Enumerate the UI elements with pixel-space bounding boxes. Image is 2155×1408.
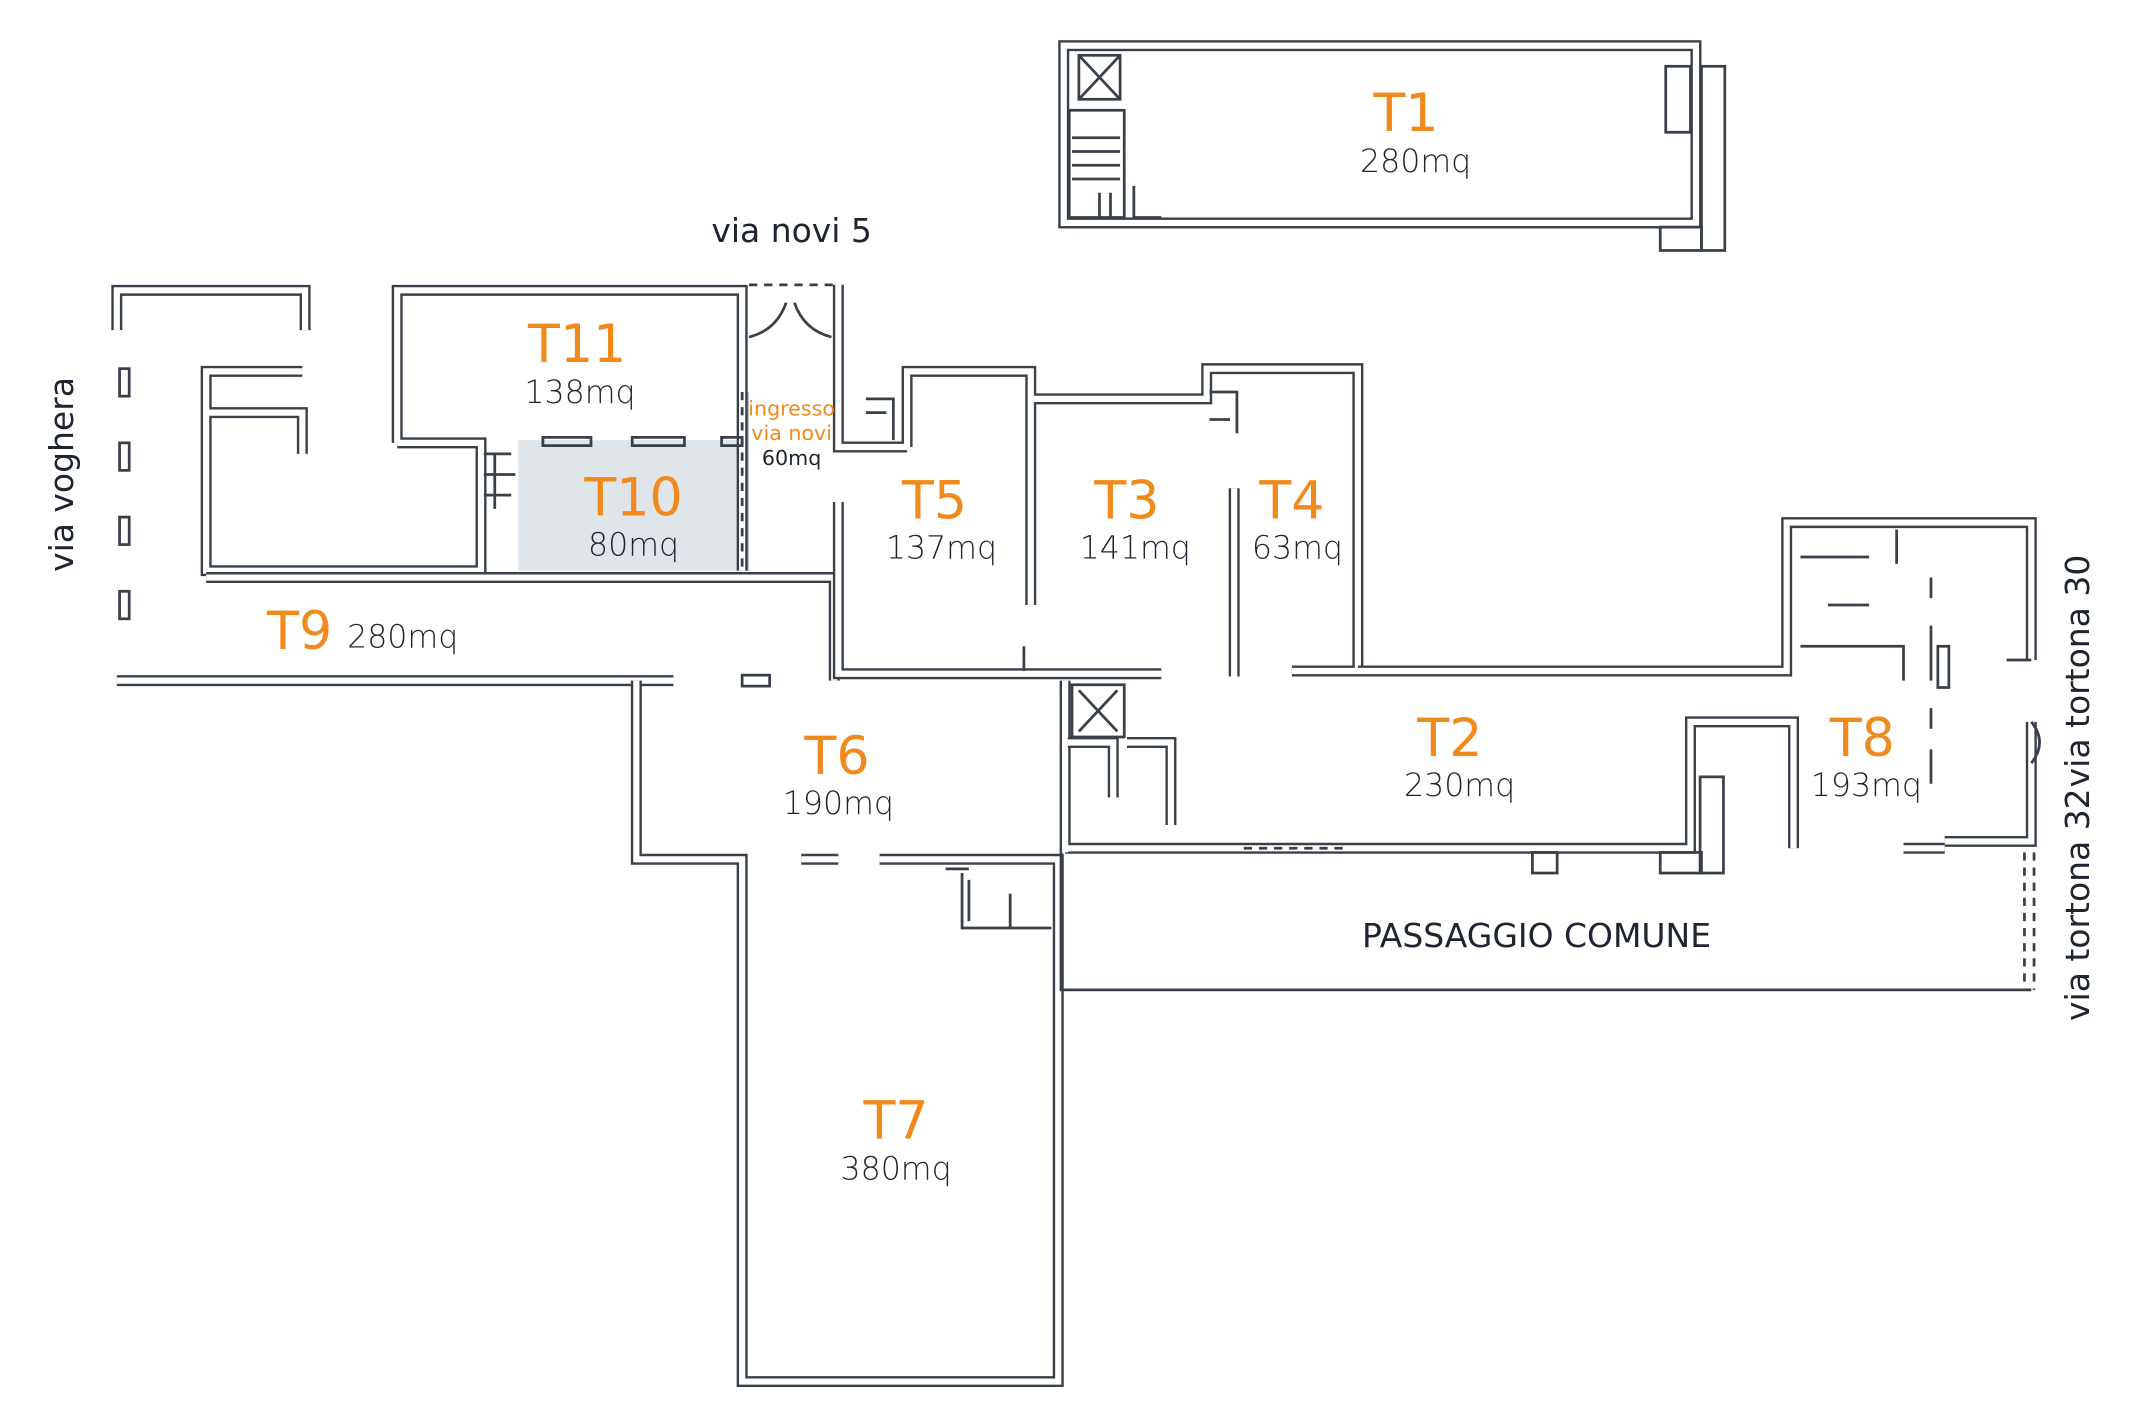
unit-t8-label[interactable]: T8: [1829, 709, 1895, 769]
walls: [111, 40, 2041, 1388]
unit-t4-area: 63mq: [1252, 530, 1343, 566]
unit-t5-label[interactable]: T5: [901, 471, 967, 531]
unit-t5-area: 137mq: [886, 530, 997, 566]
unit-t11-area: 138mq: [524, 375, 635, 411]
unit-t3-label[interactable]: T3: [1093, 471, 1159, 531]
unit-t4-label[interactable]: T4: [1258, 471, 1324, 531]
entrance-label-line2: via novi: [751, 421, 832, 445]
unit-t11-label[interactable]: T11: [527, 315, 626, 375]
unit-t10-area[interactable]: [518, 440, 743, 571]
street-via-voghera: via voghera: [42, 377, 81, 572]
unit-t1-label[interactable]: T1: [1372, 84, 1438, 144]
unit-t10-area-text: 80mq: [588, 528, 679, 564]
unit-t8-area: 193mq: [1811, 768, 1922, 804]
unit-t3-area: 141mq: [1080, 530, 1191, 566]
unit-t10-label[interactable]: T10: [583, 469, 682, 529]
unit-t6-area: 190mq: [783, 786, 894, 822]
street-via-novi: via novi 5: [711, 211, 872, 250]
unit-t7-label[interactable]: T7: [863, 1091, 929, 1151]
unit-t7-area: 380mq: [840, 1152, 951, 1188]
entrance-area: 60mq: [762, 446, 821, 470]
street-via-tortona-30: via tortona 30: [2058, 555, 2097, 788]
street-via-tortona-32: via tortona 32: [2058, 788, 2097, 1021]
via-voghera-windows: [118, 367, 131, 621]
passage-label: PASSAGGIO COMUNE: [1362, 916, 1711, 955]
entrance-label-line1: ingresso: [748, 396, 835, 420]
unit-t9-area: 280mq: [347, 620, 458, 656]
unit-t2-label[interactable]: T2: [1416, 709, 1482, 769]
unit-t1-area: 280mq: [1360, 144, 1471, 180]
unit-t6-label[interactable]: T6: [803, 727, 869, 787]
unit-t2-area: 230mq: [1404, 768, 1515, 804]
unit-t9-label[interactable]: T9: [266, 602, 332, 662]
